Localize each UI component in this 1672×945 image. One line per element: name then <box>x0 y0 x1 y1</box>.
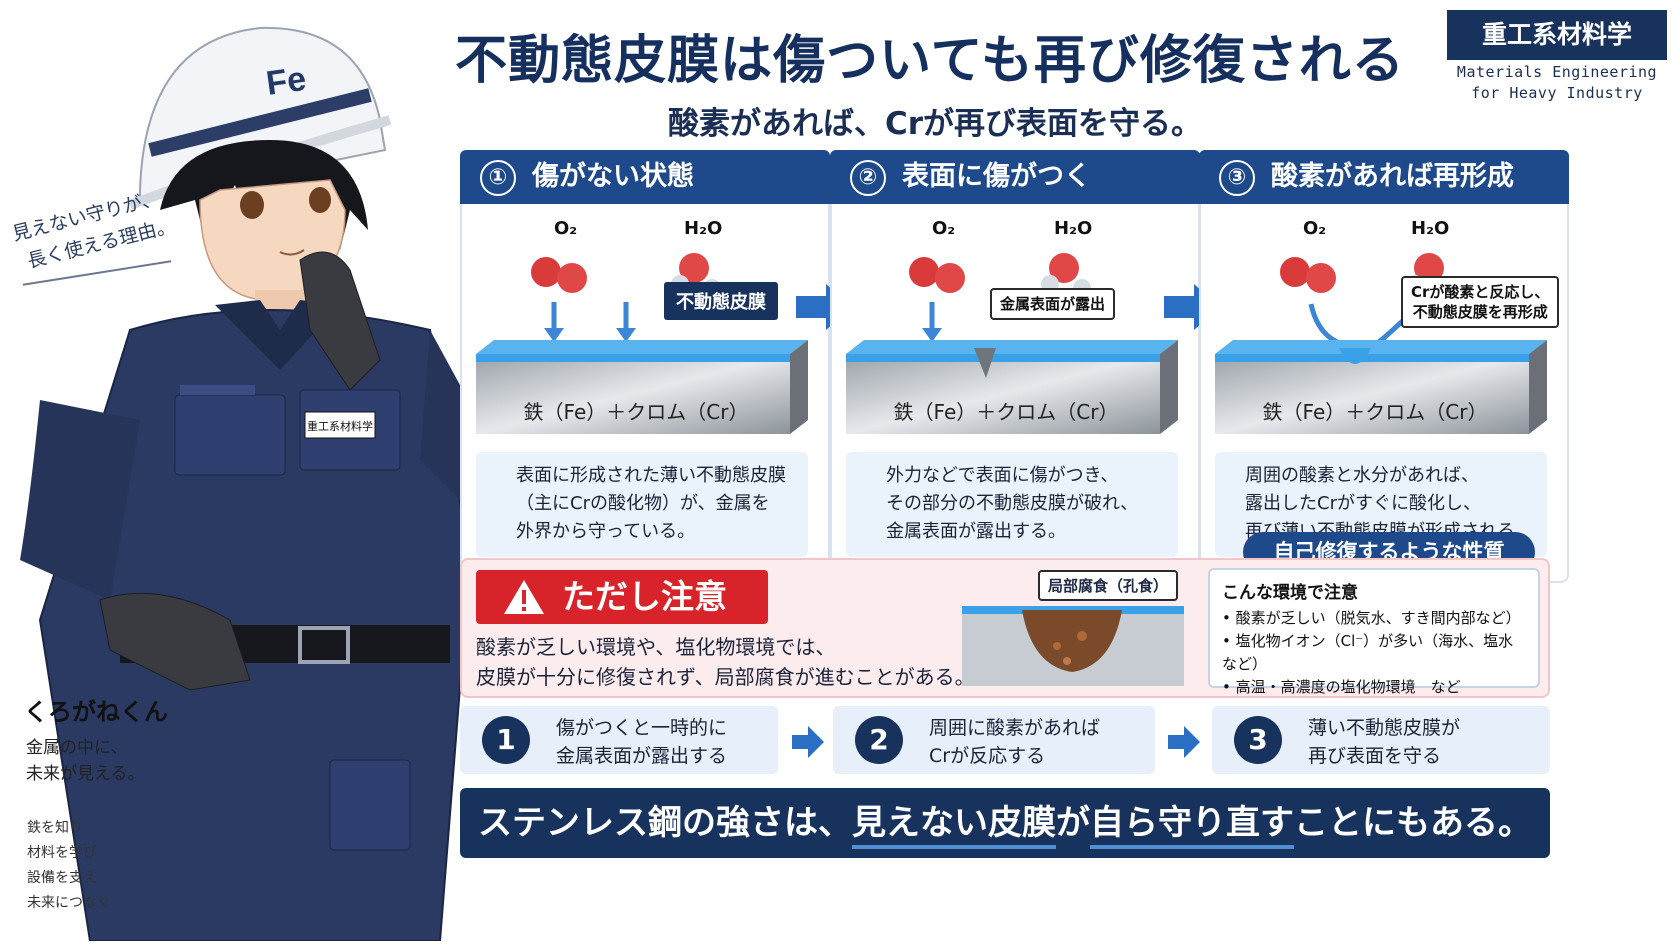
banner-part: が <box>1056 803 1090 843</box>
warning-title: ただし注意 <box>562 577 727 616</box>
step-card-header: ② 表面に傷がつく <box>830 150 1200 204</box>
desc-line: 周囲の酸素と水分があれば、 <box>1245 465 1479 486</box>
desc-line: 表面に形成された薄い不動態皮膜 <box>516 465 786 486</box>
caution-environment-box: こんな環境で注意 • 酸素が乏しい（脱気水、すき間内部など） • 塩化物イオン（… <box>1208 568 1540 696</box>
character-tagline: 金属の中に、 未来が見える。 <box>26 735 145 787</box>
summary-step-2: 2 周囲に酸素があれば Crが反応する <box>833 706 1155 774</box>
o2-label: O₂ <box>1303 218 1327 239</box>
o2-label: O₂ <box>554 218 578 239</box>
summary-text: 周囲に酸素があれば Crが反応する <box>929 714 1100 770</box>
callout-line: 不動態皮膜を再形成 <box>1412 303 1548 321</box>
warning-icon <box>504 580 544 614</box>
motto-line: 鉄を知り <box>27 820 83 836</box>
step-card-1: ① 傷がない状態 O₂ H₂O 不動態皮膜 鉄（Fe）＋クロム（Cr） 表面に形成… <box>460 150 830 583</box>
desc-line: その部分の不動態皮膜が破れ、 <box>886 493 1139 514</box>
arrow-right-icon <box>792 726 824 758</box>
desc-line: （主にCrの酸化物）が、金属を <box>516 493 770 514</box>
env-item: • 高温・高濃度の塩化物環境 など <box>1222 678 1461 696</box>
motto-line: 未来につなぐ <box>27 895 111 911</box>
step-card-header: ① 傷がない状態 <box>460 150 830 204</box>
metal-block: 鉄（Fe）＋クロム（Cr） <box>846 340 1178 438</box>
banner-part: ステンレス鋼の強さは、 <box>478 803 852 843</box>
o2-label: O₂ <box>932 218 956 239</box>
name-badge-text: 重工系材料学 <box>307 419 373 433</box>
step-description: 外力などで表面に傷がつき、 その部分の不動態皮膜が破れ、 金属表面が露出する。 <box>846 452 1178 557</box>
page-subtitle: 酸素があれば、Crが再び表面を守る。 <box>667 106 1203 142</box>
summary-line: 再び表面を守る <box>1308 745 1442 767</box>
warning-line: 皮膜が十分に修復されず、局部腐食が進むことがある。 <box>476 665 975 689</box>
conclusion-banner: ステンレス鋼の強さは、見えない皮膜が自ら守り直すことにもある。 <box>460 788 1550 858</box>
pitting-graphic <box>962 606 1184 686</box>
summary-step-1: 1 傷がつくと一時的に 金属表面が露出する <box>460 706 778 774</box>
helmet-text: Fe <box>264 60 309 103</box>
tagline-line-2: 未来が見える。 <box>26 764 145 784</box>
h2o-label: H₂O <box>1054 218 1093 239</box>
h2o-label: H₂O <box>684 218 723 239</box>
character-illustration: Fe 重工系材料学 <box>20 26 490 942</box>
step-number: ② <box>850 159 886 196</box>
arrow-right-icon <box>1168 726 1200 758</box>
tagline-line-1: 金属の中に、 <box>26 738 128 758</box>
character-name: くろがねくん <box>24 698 168 726</box>
metal-label: 鉄（Fe）＋クロム（Cr） <box>1262 400 1488 424</box>
warning-line: 酸素が乏しい環境や、塩化物環境では、 <box>476 635 836 659</box>
summary-line: 金属表面が露出する <box>556 745 728 767</box>
motto-line: 設備を支え <box>27 870 97 886</box>
summary-text: 傷がつくと一時的に 金属表面が露出する <box>556 714 727 770</box>
step-card-3: ③ 酸素があれば再形成 O₂ H₂O Crが酸素と反応し、 不動態皮膜を再形成 鉄… <box>1199 150 1569 583</box>
h2o-label: H₂O <box>1411 218 1450 239</box>
step-title: 表面に傷がつく <box>902 161 1091 192</box>
warning-badge: ただし注意 <box>476 570 768 624</box>
env-title: こんな環境で注意 <box>1222 583 1358 603</box>
summary-number: 3 <box>1234 716 1282 764</box>
molecules-graphic <box>909 253 1091 342</box>
page-title: 不動態皮膜は傷ついても再び修復される <box>455 31 1405 91</box>
metal-block-graphic <box>846 340 1178 434</box>
exposed-surface-callout: 金属表面が露出 <box>990 288 1116 320</box>
metal-block: 鉄（Fe）＋クロム（Cr） <box>1215 340 1547 438</box>
metal-block: 鉄（Fe）＋クロム（Cr） <box>476 340 808 438</box>
callout-line: Crが酸素と反応し、 <box>1411 283 1550 301</box>
step-number: ③ <box>1219 159 1255 196</box>
summary-step-3: 3 薄い不動態皮膜が 再び表面を守る <box>1212 706 1550 774</box>
pitting-label: 局部腐食（孔食） <box>1038 570 1179 601</box>
warning-text: 酸素が乏しい環境や、塩化物環境では、 皮膜が十分に修復されず、局部腐食が進むこと… <box>476 632 975 692</box>
brand-en-line-2: for Heavy Industry <box>1471 84 1643 102</box>
passive-film-callout: 不動態皮膜 <box>664 282 778 320</box>
metal-label: 鉄（Fe）＋クロム（Cr） <box>893 400 1119 424</box>
reformation-callout: Crが酸素と反応し、 不動態皮膜を再形成 <box>1401 276 1560 328</box>
banner-part: ことにもある。 <box>1294 803 1532 843</box>
brand-en-line-1: Materials Engineering <box>1456 63 1658 81</box>
env-item: • 酸素が乏しい（脱気水、すき間内部など） <box>1222 609 1521 627</box>
env-item: • 塩化物イオン（Cl⁻）が多い（海水、塩水など） <box>1222 632 1514 673</box>
desc-line: 外界から守っている。 <box>516 521 696 542</box>
metal-block-graphic <box>1215 340 1547 434</box>
metal-block-graphic <box>476 340 808 434</box>
step-title: 傷がない状態 <box>532 161 694 192</box>
character-panel: Fe 重工系材料学 見えない守りが、 長く使える理由。 <box>0 0 500 942</box>
motto-line: 材料を学び <box>27 845 97 861</box>
banner-highlight: 自ら守り直す <box>1090 803 1294 849</box>
brand-logo: 重工系材料学 <box>1447 10 1667 60</box>
summary-line: Crが反応する <box>929 745 1046 767</box>
step-card-header: ③ 酸素があれば再形成 <box>1199 150 1569 204</box>
banner-highlight: 見えない皮膜 <box>852 803 1056 849</box>
warning-panel: ただし注意 酸素が乏しい環境や、塩化物環境では、 皮膜が十分に修復されず、局部腐… <box>460 558 1550 698</box>
step-card-2: ② 表面に傷がつく O₂ H₂O 金属表面が露出 鉄（Fe）＋クロム（Cr） 外力… <box>830 150 1200 583</box>
step-description: 表面に形成された薄い不動態皮膜 （主にCrの酸化物）が、金属を 外界から守ってい… <box>476 452 808 557</box>
character-motto: 鉄を知り 材料を学び 設備を支え 未来につなぐ <box>27 816 111 916</box>
metal-label: 鉄（Fe）＋クロム（Cr） <box>523 400 749 424</box>
summary-line: 周囲に酸素があれば <box>929 717 1101 739</box>
step-title: 酸素があれば再形成 <box>1271 161 1514 192</box>
summary-number: 2 <box>855 716 903 764</box>
brand-english: Materials Engineering for Heavy Industry <box>1447 62 1667 104</box>
summary-text: 薄い不動態皮膜が 再び表面を守る <box>1308 714 1460 770</box>
summary-line: 傷がつくと一時的に <box>556 717 728 739</box>
desc-line: 露出したCrがすぐに酸化し、 <box>1245 493 1481 514</box>
step-number: ① <box>480 159 516 196</box>
desc-line: 外力などで表面に傷がつき、 <box>886 465 1119 486</box>
desc-line: 金属表面が露出する。 <box>886 521 1066 542</box>
summary-number: 1 <box>482 716 530 764</box>
summary-line: 薄い不動態皮膜が <box>1308 717 1461 739</box>
